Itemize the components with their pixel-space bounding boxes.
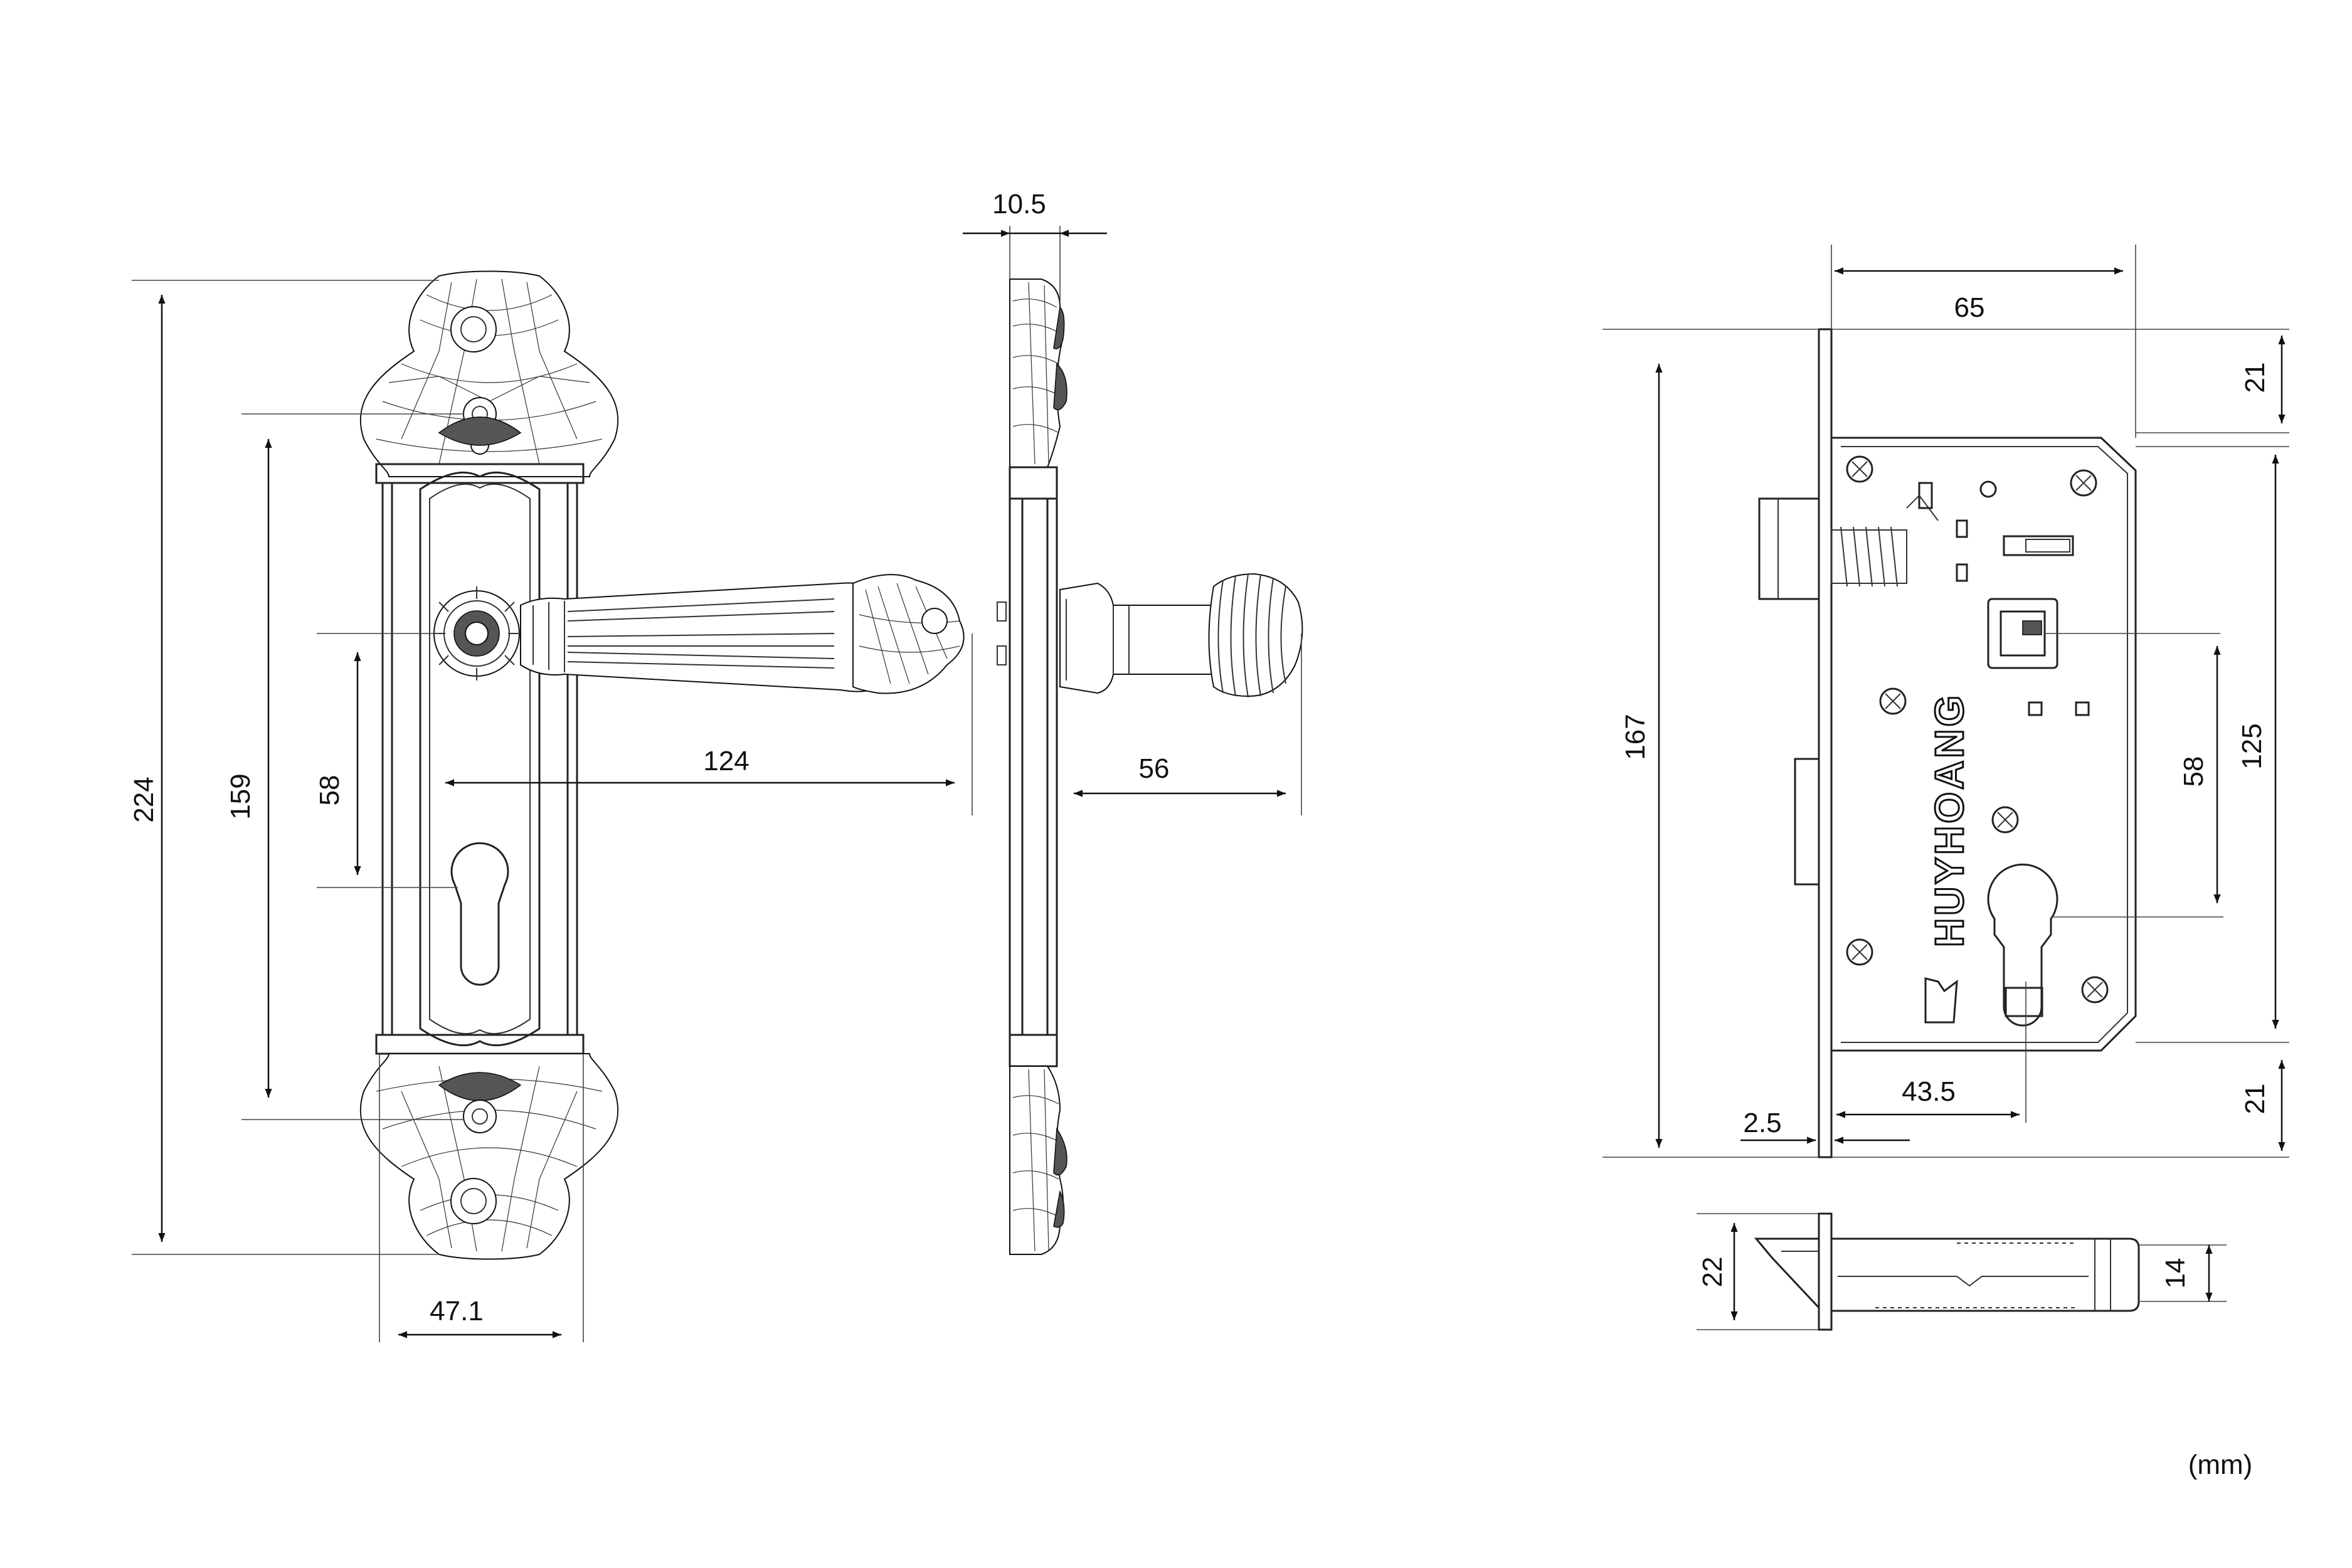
unit-label: (mm) bbox=[2188, 1449, 2253, 1480]
latch-bolt bbox=[1758, 497, 1820, 600]
handle-side-view: 10.5 56 bbox=[963, 189, 1303, 1255]
dim-label-21-top: 21 bbox=[2240, 363, 2270, 393]
dim-label-47-1: 47.1 bbox=[430, 1296, 484, 1327]
lock-body-view: HUYHOANG 65 167 21 125 58 bbox=[1602, 245, 2289, 1158]
side-lever-neck bbox=[1059, 582, 1217, 694]
side-plate-bottom-ornament bbox=[1009, 1066, 1064, 1255]
dim-label-224: 224 bbox=[129, 776, 159, 822]
dim-label-10-5: 10.5 bbox=[992, 189, 1046, 220]
latch-head bbox=[1754, 1237, 1820, 1309]
keyhole bbox=[450, 842, 509, 986]
cylinder-hole bbox=[1987, 863, 2058, 1027]
dim-label-2-5: 2.5 bbox=[1743, 1108, 1781, 1138]
top-screw-outer bbox=[450, 306, 497, 352]
top-ornament bbox=[359, 270, 619, 477]
dim-label-21-bottom: 21 bbox=[2240, 1084, 2270, 1115]
side-plate-top-ornament bbox=[1009, 278, 1064, 468]
dim-label-58-handle: 58 bbox=[314, 775, 345, 806]
dim-label-22: 22 bbox=[1697, 1257, 1728, 1288]
latch-faceplate bbox=[1818, 1212, 1833, 1331]
dim-label-43-5: 43.5 bbox=[1902, 1076, 1956, 1107]
dim-label-56: 56 bbox=[1139, 753, 1170, 784]
dim-label-159: 159 bbox=[225, 773, 256, 819]
lower-screw bbox=[463, 1099, 497, 1133]
dim-label-58-lock: 58 bbox=[2178, 756, 2209, 787]
lock-case bbox=[1831, 437, 2137, 1052]
latch-bottom-view: 22 14 bbox=[1697, 1212, 2227, 1331]
lever-tip-ornament bbox=[852, 574, 965, 694]
lock-faceplate bbox=[1818, 328, 1833, 1158]
bottom-screw-outer bbox=[450, 1178, 497, 1224]
latch-body bbox=[1831, 1237, 2140, 1312]
dim-label-167: 167 bbox=[1620, 714, 1651, 760]
dim-label-14: 14 bbox=[2160, 1258, 2191, 1289]
dim-label-124: 124 bbox=[703, 746, 749, 776]
case-screws bbox=[1846, 455, 2109, 1004]
bottom-ornament bbox=[359, 1053, 619, 1260]
dim-label-125: 125 bbox=[2237, 723, 2267, 769]
plate-inner-panel bbox=[419, 471, 541, 1047]
spring bbox=[1831, 526, 1907, 587]
brand-text: HUYHOANG bbox=[1927, 693, 1972, 947]
handle-front-view: 224 159 58 124 47.1 bbox=[129, 270, 973, 1342]
dim-label-65: 65 bbox=[1954, 292, 1985, 323]
